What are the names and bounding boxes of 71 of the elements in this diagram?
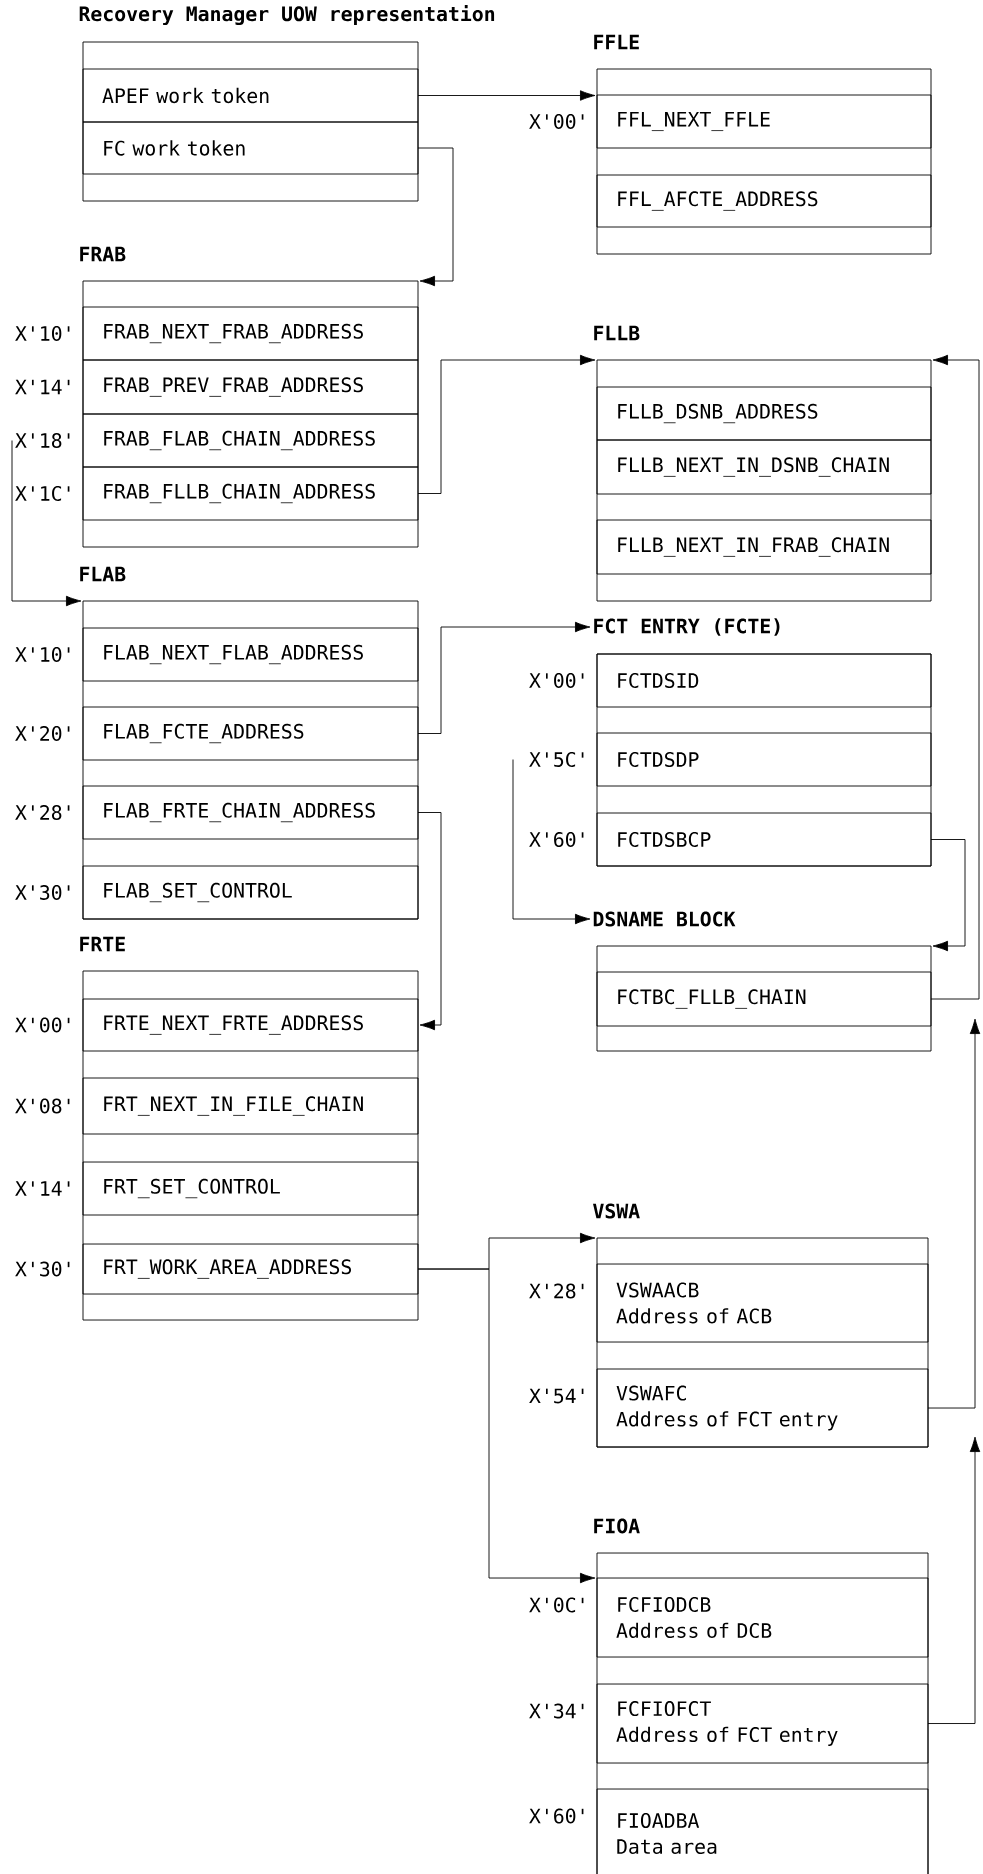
field-row: FCFIOFCT Address of FCT entry: [596, 1683, 929, 1764]
field-row: FFL_NEXT_FFLE: [596, 94, 932, 149]
offset-label: X'28': [529, 1283, 584, 1299]
field-row: APEF work token: [82, 68, 419, 123]
block-title: FLAB: [80, 566, 126, 582]
arrow: [417, 147, 454, 287]
field-row: FRTE_NEXT_FRTE_ADDRESS: [82, 998, 419, 1052]
offset-label: X'00': [15, 1017, 70, 1033]
field-row: FLLB_NEXT_IN_FRAB_CHAIN: [596, 519, 932, 575]
block-title: FRTE: [80, 936, 125, 952]
field-row: FRAB_FLLB_CHAIN_ADDRESS: [82, 466, 419, 521]
offset-label: X'28': [15, 805, 70, 820]
field-row: FCTDSBCP: [596, 812, 932, 867]
offset-label: X'00': [529, 673, 584, 688]
field-row: FCTDSDP: [596, 732, 932, 787]
field-row: FCTDSID: [596, 653, 932, 708]
arrow: [11, 440, 82, 607]
offset-label: X'08': [15, 1098, 70, 1114]
offset-label: X'60': [529, 1808, 584, 1824]
field-row: FLAB_SET_CONTROL: [82, 865, 419, 920]
offset-label: X'18': [15, 433, 70, 448]
arrow: [417, 90, 596, 101]
field-row: VSWAFC Address of FCT entry: [596, 1368, 929, 1448]
block-title: FCT ENTRY (FCTE): [594, 618, 780, 636]
block-title: DSNAME BLOCK: [593, 911, 736, 927]
arrow: [417, 1268, 596, 1584]
arrow: [927, 1018, 981, 1409]
offset-label: X'30': [15, 1261, 70, 1277]
block-title: FFLE: [594, 34, 639, 50]
field-row: FIOADBA Data area: [596, 1788, 929, 1874]
block-title: FLLB: [594, 325, 640, 341]
field-row: FLLB_DSNB_ADDRESS: [596, 386, 932, 441]
block-title: Recovery Manager UOW representation: [79, 4, 495, 26]
field-row: FRT_SET_CONTROL: [82, 1161, 419, 1216]
offset-label: X'60': [529, 832, 584, 847]
arrow: [417, 354, 596, 494]
offset-label: X'5C': [529, 752, 584, 767]
offset-label: X'10': [15, 326, 70, 341]
offset-label: X'0C': [529, 1597, 584, 1613]
field-row: FRAB_PREV_FRAB_ADDRESS: [82, 359, 419, 415]
field-row: FLAB_FRTE_CHAIN_ADDRESS: [82, 785, 419, 840]
arrow: [417, 812, 442, 1031]
field-row: FC work token: [82, 121, 419, 175]
field-row: FFL_AFCTE_ADDRESS: [596, 174, 932, 228]
offset-label: X'1C': [15, 486, 70, 501]
arrow: [930, 354, 980, 1000]
block-title: FRAB: [80, 246, 126, 262]
field-row: FRT_NEXT_IN_FILE_CHAIN: [82, 1077, 419, 1135]
field-row: FLAB_NEXT_FLAB_ADDRESS: [82, 627, 419, 682]
offset-label: X'20': [15, 726, 70, 741]
offset-label: X'54': [529, 1388, 584, 1404]
arrow: [417, 621, 591, 734]
offset-label: X'34': [529, 1703, 584, 1719]
block-title: FIOA: [594, 1518, 640, 1534]
arrow: [927, 1436, 981, 1724]
field-row: FLLB_NEXT_IN_DSNB_CHAIN: [596, 439, 932, 495]
field-row: FLAB_FCTE_ADDRESS: [82, 706, 419, 761]
field-row: FRT_WORK_AREA_ADDRESS: [82, 1243, 419, 1295]
offset-label: X'14': [15, 379, 70, 395]
field-row: VSWAACB Address of ACB: [596, 1263, 929, 1343]
field-row: FCTBC_FLLB_CHAIN: [596, 971, 932, 1027]
block-title: VSWA: [593, 1203, 640, 1219]
arrow: [930, 839, 966, 952]
field-row: FCFIODCB Address of DCB: [596, 1577, 929, 1658]
field-row: FRAB_FLAB_CHAIN_ADDRESS: [82, 413, 419, 468]
offset-label: X'10': [15, 647, 70, 662]
field-row: FRAB_NEXT_FRAB_ADDRESS: [82, 306, 419, 361]
offset-label: X'00': [529, 114, 584, 129]
offset-label: X'14': [15, 1181, 70, 1196]
offset-label: X'30': [15, 885, 70, 900]
arrow: [512, 759, 591, 925]
